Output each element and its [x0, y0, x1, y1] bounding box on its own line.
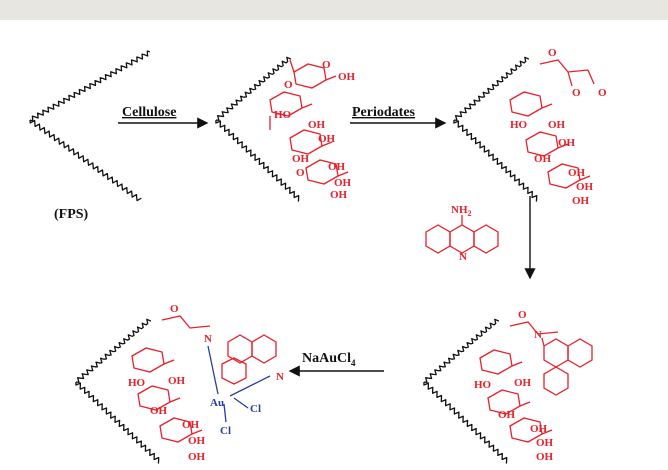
- oxidized-sugar-units: O O O HO OH OH OH OH OH OH: [509, 47, 607, 207]
- svg-text:OH: OH: [328, 161, 346, 173]
- cl-label-1: Cl: [250, 403, 261, 415]
- acridine-rings: [425, 215, 499, 254]
- svg-text:OH: OH: [330, 189, 348, 201]
- svg-text:OH: OH: [558, 137, 576, 149]
- imine-chain-lower: [423, 381, 508, 464]
- periodates-step: Periodates: [350, 105, 447, 129]
- svg-text:HO: HO: [274, 109, 292, 121]
- svg-text:O: O: [572, 87, 581, 99]
- fps-label: (FPS): [54, 207, 89, 222]
- complex-chain-upper: [75, 318, 152, 384]
- svg-text:OH: OH: [572, 195, 590, 207]
- svg-text:OH: OH: [514, 377, 532, 389]
- cellulose-label: Cellulose: [122, 105, 176, 120]
- au-label: Au: [210, 397, 224, 409]
- gold-center: Au Cl Cl: [207, 345, 271, 437]
- cellulose-sugar-units: O OH HO OH OH OH OH OH OH O O: [269, 59, 356, 201]
- cellulose-structure: O OH HO OH OH OH OH OH OH O O: [215, 56, 356, 202]
- svg-text:OH: OH: [308, 119, 326, 131]
- svg-text:OH: OH: [536, 451, 554, 463]
- svg-text:O: O: [518, 309, 527, 321]
- imine-chain-upper: [423, 318, 500, 384]
- svg-text:OH: OH: [292, 153, 310, 165]
- svg-text:HO: HO: [474, 379, 492, 391]
- oxidized-chain-upper: [453, 56, 530, 122]
- oxidized-chain-lower: [453, 119, 538, 202]
- svg-text:HO: HO: [510, 119, 528, 131]
- svg-text:OH: OH: [498, 409, 516, 421]
- svg-text:OH: OH: [182, 419, 200, 431]
- svg-text:HO: HO: [128, 377, 146, 389]
- svg-text:OH: OH: [338, 71, 356, 83]
- gold-step: NaAuCl4: [288, 351, 384, 377]
- fps-structure: (FPS): [29, 50, 151, 222]
- svg-text:OH: OH: [534, 153, 552, 165]
- gold-complex-structure: N N O HO OH OH OH OH OH Au Cl Cl: [75, 303, 284, 464]
- svg-text:OH: OH: [548, 119, 566, 131]
- svg-text:O: O: [548, 47, 557, 59]
- cellulose-step: Cellulose: [118, 105, 209, 129]
- fps-chain-lower: [29, 119, 142, 202]
- svg-text:O: O: [170, 303, 179, 315]
- cellulose-chain-upper: [215, 56, 292, 122]
- svg-text:N: N: [534, 329, 542, 341]
- svg-text:OH: OH: [334, 177, 352, 189]
- svg-text:OH: OH: [530, 423, 548, 435]
- cellulose-chain-lower: [215, 119, 300, 202]
- imine-sugar-units: N O HO OH OH OH OH OH: [474, 309, 593, 463]
- svg-text:O: O: [284, 79, 293, 91]
- naaucl4-label: NaAuCl4: [302, 351, 356, 368]
- svg-text:OH: OH: [150, 405, 168, 417]
- cl-label-2: Cl: [220, 425, 231, 437]
- svg-text:O: O: [296, 167, 305, 179]
- oxidized-structure: O O O HO OH OH OH OH OH OH: [453, 47, 607, 207]
- acridine-n: N: [459, 251, 467, 263]
- top-bar: [0, 0, 668, 20]
- svg-text:OH: OH: [536, 437, 554, 449]
- complex-chain-lower: [75, 381, 160, 464]
- acridine-imine-structure: N O HO OH OH OH OH OH: [423, 309, 593, 464]
- svg-text:OH: OH: [568, 167, 586, 179]
- complex-sugar-units: N N O HO OH OH OH OH OH: [128, 303, 284, 463]
- svg-text:OH: OH: [318, 133, 336, 145]
- periodates-label: Periodates: [352, 105, 416, 120]
- aminoacridine-reagent: NH2 N: [425, 204, 499, 263]
- svg-text:OH: OH: [188, 451, 206, 463]
- svg-text:OH: OH: [188, 435, 206, 447]
- svg-text:OH: OH: [576, 181, 594, 193]
- fps-chain-upper: [29, 50, 151, 122]
- svg-text:OH: OH: [168, 375, 186, 387]
- svg-text:O: O: [598, 87, 607, 99]
- amine-label: NH2: [451, 204, 472, 218]
- svg-text:N: N: [204, 333, 212, 345]
- svg-text:O: O: [322, 59, 331, 71]
- svg-text:N: N: [276, 371, 284, 383]
